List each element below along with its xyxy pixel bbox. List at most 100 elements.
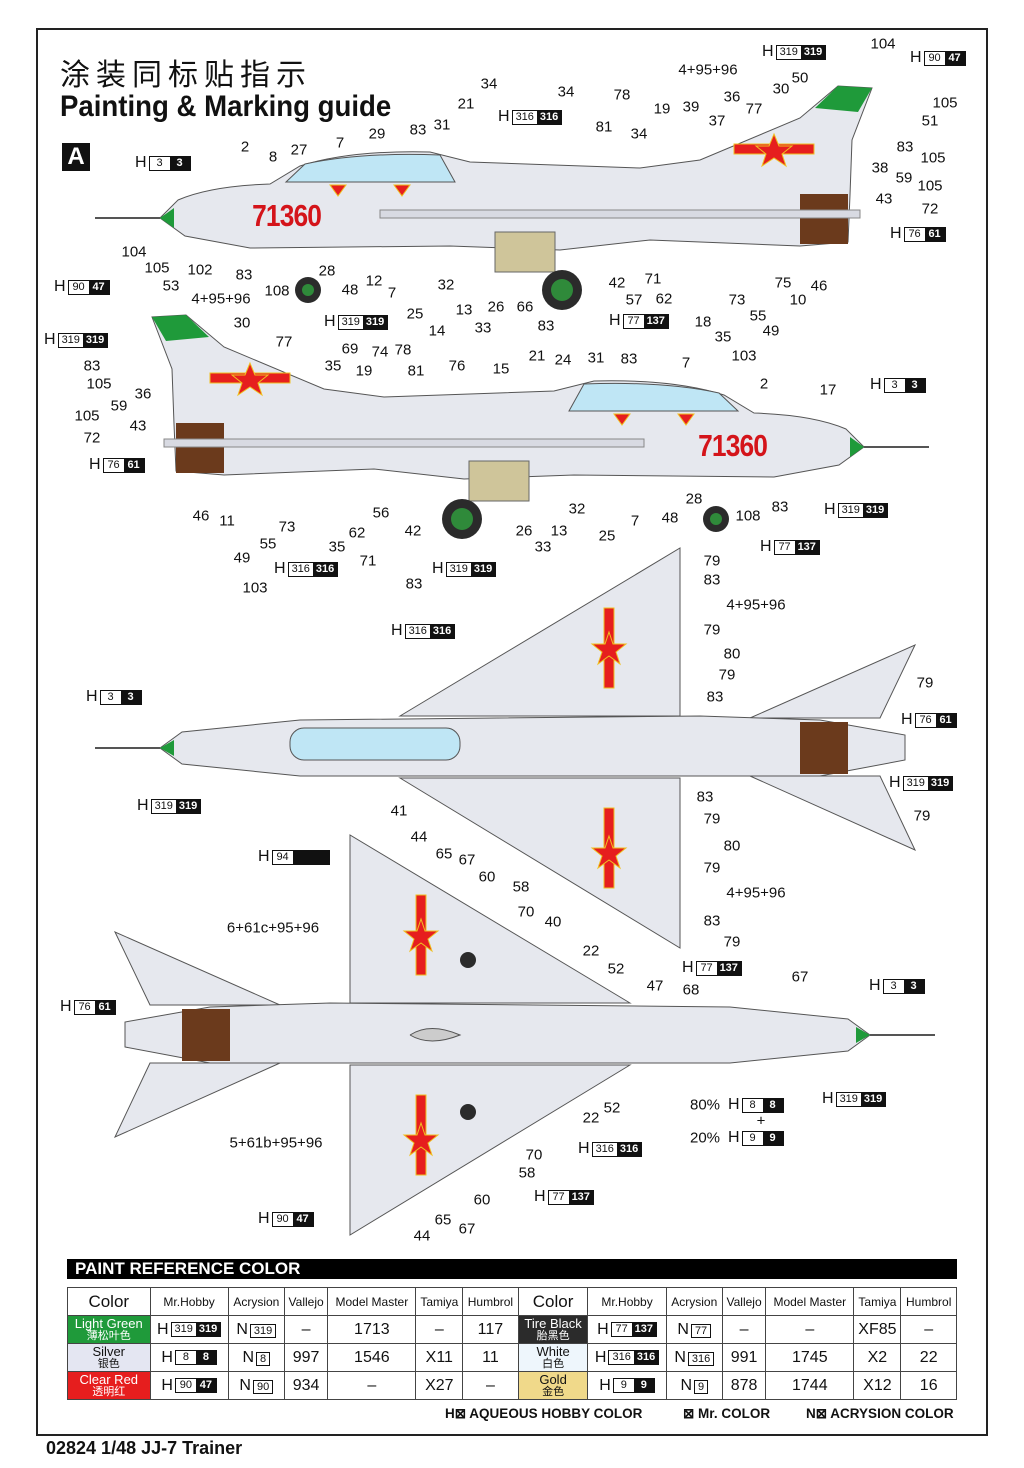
callout-number: 70 [525,1146,543,1164]
footer-product: 02824 1/48 JJ-7 Trainer [46,1438,243,1458]
callout-number: 34 [480,75,498,93]
callout-number: 34 [630,125,648,143]
table-header: Vallejo [721,1287,767,1316]
callout-number: 33 [534,538,552,556]
callout-number: 33 [474,319,492,337]
callout-number: 72 [83,429,101,447]
paint-code-dark: 61 [123,458,144,472]
callout-number: 105 [144,259,170,277]
paint-code-box: 94 [271,849,330,865]
callout-number: 49 [762,322,780,340]
callout-number: 83 [703,571,721,589]
callout-number: 17 [819,381,837,399]
callout-number: 47 [646,977,664,995]
paint-code-dark [292,850,329,864]
paint-code-dark: 316 [616,1142,642,1156]
callout-number: 81 [595,118,613,136]
paint-prefix: H [498,108,510,125]
paint-prefix: H [432,560,444,577]
paint-code: 1745 [765,1343,855,1372]
callout-number: 83 [696,788,714,806]
paint-prefix: H [534,1188,546,1205]
callout-number: 30 [233,314,251,332]
callout-number: 46 [192,507,210,525]
paint-code-dark: 319 [82,333,108,347]
callout-number: 35 [714,328,732,346]
paint-prefix: H [391,622,403,639]
paint-prefix: H [137,797,149,814]
paint-code-dark: 9 [762,1131,783,1145]
paint-prefix: H [258,848,270,865]
paint-prefix: H [60,998,72,1015]
paint-code-light: 8 [175,1351,196,1364]
callout-number: 2 [240,138,250,156]
callout-number: 28 [318,262,336,280]
callout-number: 38 [871,159,889,177]
paint-code-dark: 47 [292,1212,313,1226]
callout-number: 71 [644,270,662,288]
paint-code-light: 76 [103,458,124,472]
table-header: Vallejo [283,1287,329,1316]
paint-prefix: H [762,43,774,60]
callout-number: 36 [723,88,741,106]
callout-number: 60 [473,1191,491,1209]
paint-code-light: 94 [272,850,293,864]
paint-code-light: 316 [609,1351,634,1364]
callout-number: 41 [390,802,408,820]
callout-number: 68 [682,981,700,999]
callout-number: 30 [772,80,790,98]
paint-code-light: 76 [904,227,925,241]
paint-code-dark: 8 [195,1351,216,1364]
paint-code: 11 [462,1343,519,1372]
callout-number: 73 [278,518,296,536]
paint-code-dark: 316 [633,1351,659,1364]
paint-code-light: 316 [592,1142,617,1156]
paint-prefix: H [728,1129,740,1146]
paint-code-light: 3 [884,378,905,392]
callout-number: 79 [916,674,934,692]
paint-code: 934 [283,1371,329,1400]
paint-code-dark: 8 [762,1098,783,1112]
paint-prefix: H [890,225,902,242]
paint-prefix: H [44,331,56,348]
paint-code-light: 76 [74,1000,95,1014]
callout-number: 80 [723,645,741,663]
callout-number: 105 [74,407,100,425]
callout-number: 103 [731,347,757,365]
paint-code: 22 [900,1343,957,1372]
paint-code: 997 [283,1343,329,1372]
table-header: Acrysion [227,1287,285,1316]
callout-number: 13 [550,522,568,540]
callout-number: 78 [613,86,631,104]
callout-number: 74 [371,343,389,361]
paint-code-light: 319 [338,315,363,329]
paint-code: – [283,1315,329,1344]
paint-code-dark: 319 [800,45,826,59]
paint-code-dark: 319 [470,562,496,576]
paint-code: – [721,1315,767,1344]
paint-code-dark: 61 [924,227,945,241]
bottom-view [114,834,936,1236]
callout-number: 4+95+96 [726,596,786,614]
paint-prefix: H [324,313,336,330]
callout-number: 73 [728,291,746,309]
callout-number: 55 [259,535,277,553]
